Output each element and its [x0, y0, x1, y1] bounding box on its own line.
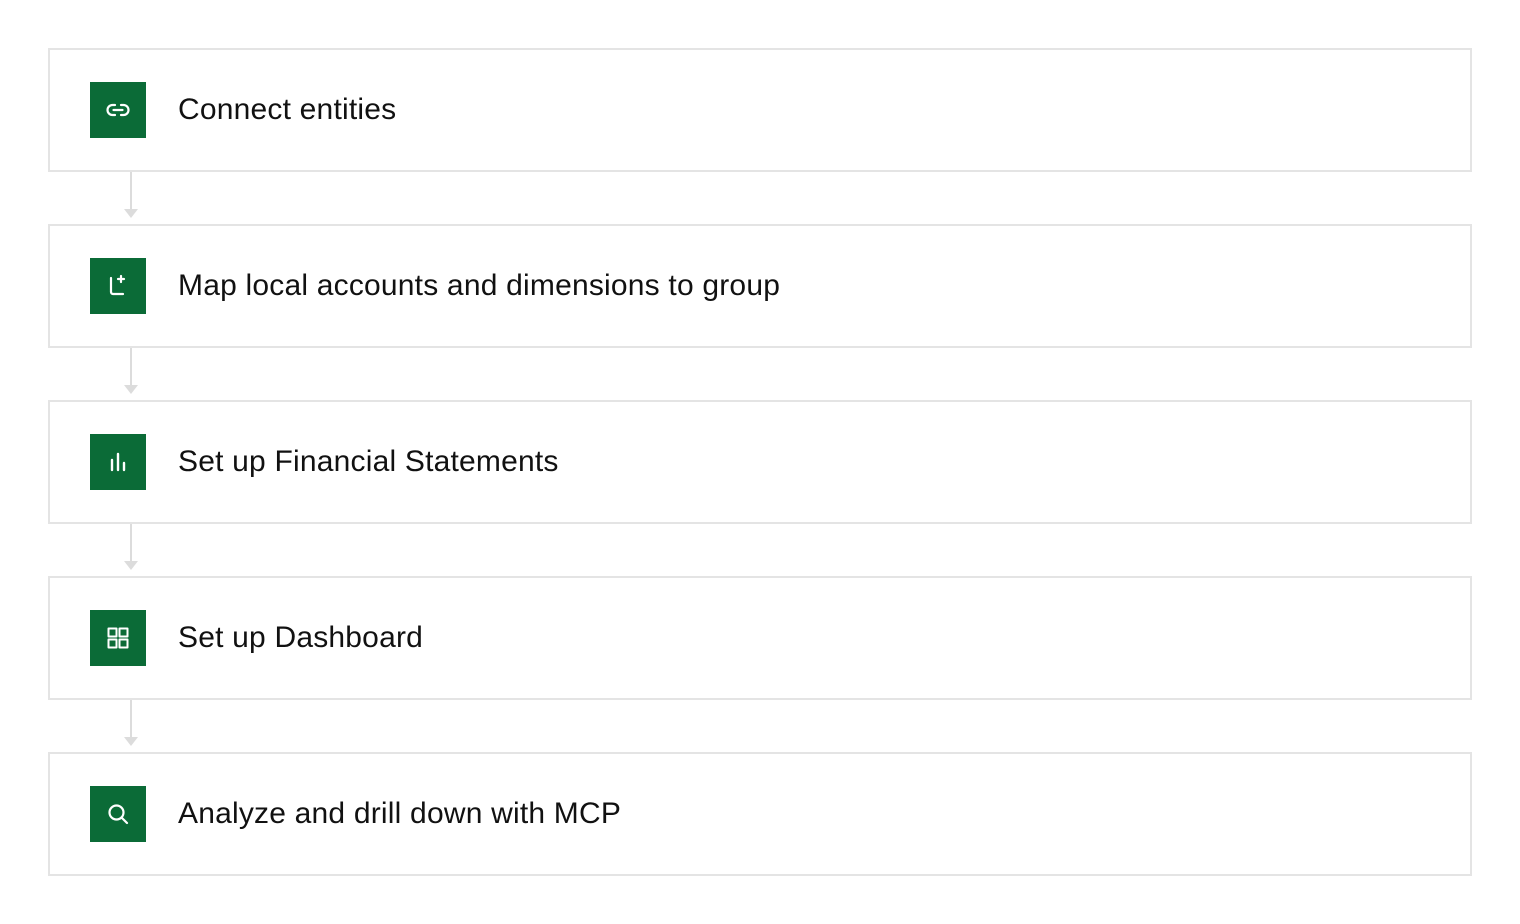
search-icon	[90, 786, 146, 842]
grid-icon	[90, 610, 146, 666]
step-connect-entities[interactable]: Connect entities	[48, 48, 1472, 172]
step-analyze-mcp[interactable]: Analyze and drill down with MCP	[48, 752, 1472, 876]
step-dashboard[interactable]: Set up Dashboard	[48, 576, 1472, 700]
bar-chart-icon	[90, 434, 146, 490]
step-label: Set up Dashboard	[178, 621, 424, 654]
step-connector	[48, 348, 1472, 400]
step-financial-statements[interactable]: Set up Financial Statements	[48, 400, 1472, 524]
step-connector	[48, 172, 1472, 224]
step-connector	[48, 700, 1472, 752]
map-accounts-icon	[90, 258, 146, 314]
onboarding-steps: Connect entities Map local accounts and …	[48, 48, 1472, 876]
step-label: Set up Financial Statements	[178, 445, 559, 478]
link-icon	[90, 82, 146, 138]
step-label: Analyze and drill down with MCP	[178, 797, 622, 830]
step-connector	[48, 524, 1472, 576]
step-label: Connect entities	[178, 93, 397, 126]
step-map-accounts[interactable]: Map local accounts and dimensions to gro…	[48, 224, 1472, 348]
step-label: Map local accounts and dimensions to gro…	[178, 269, 781, 302]
